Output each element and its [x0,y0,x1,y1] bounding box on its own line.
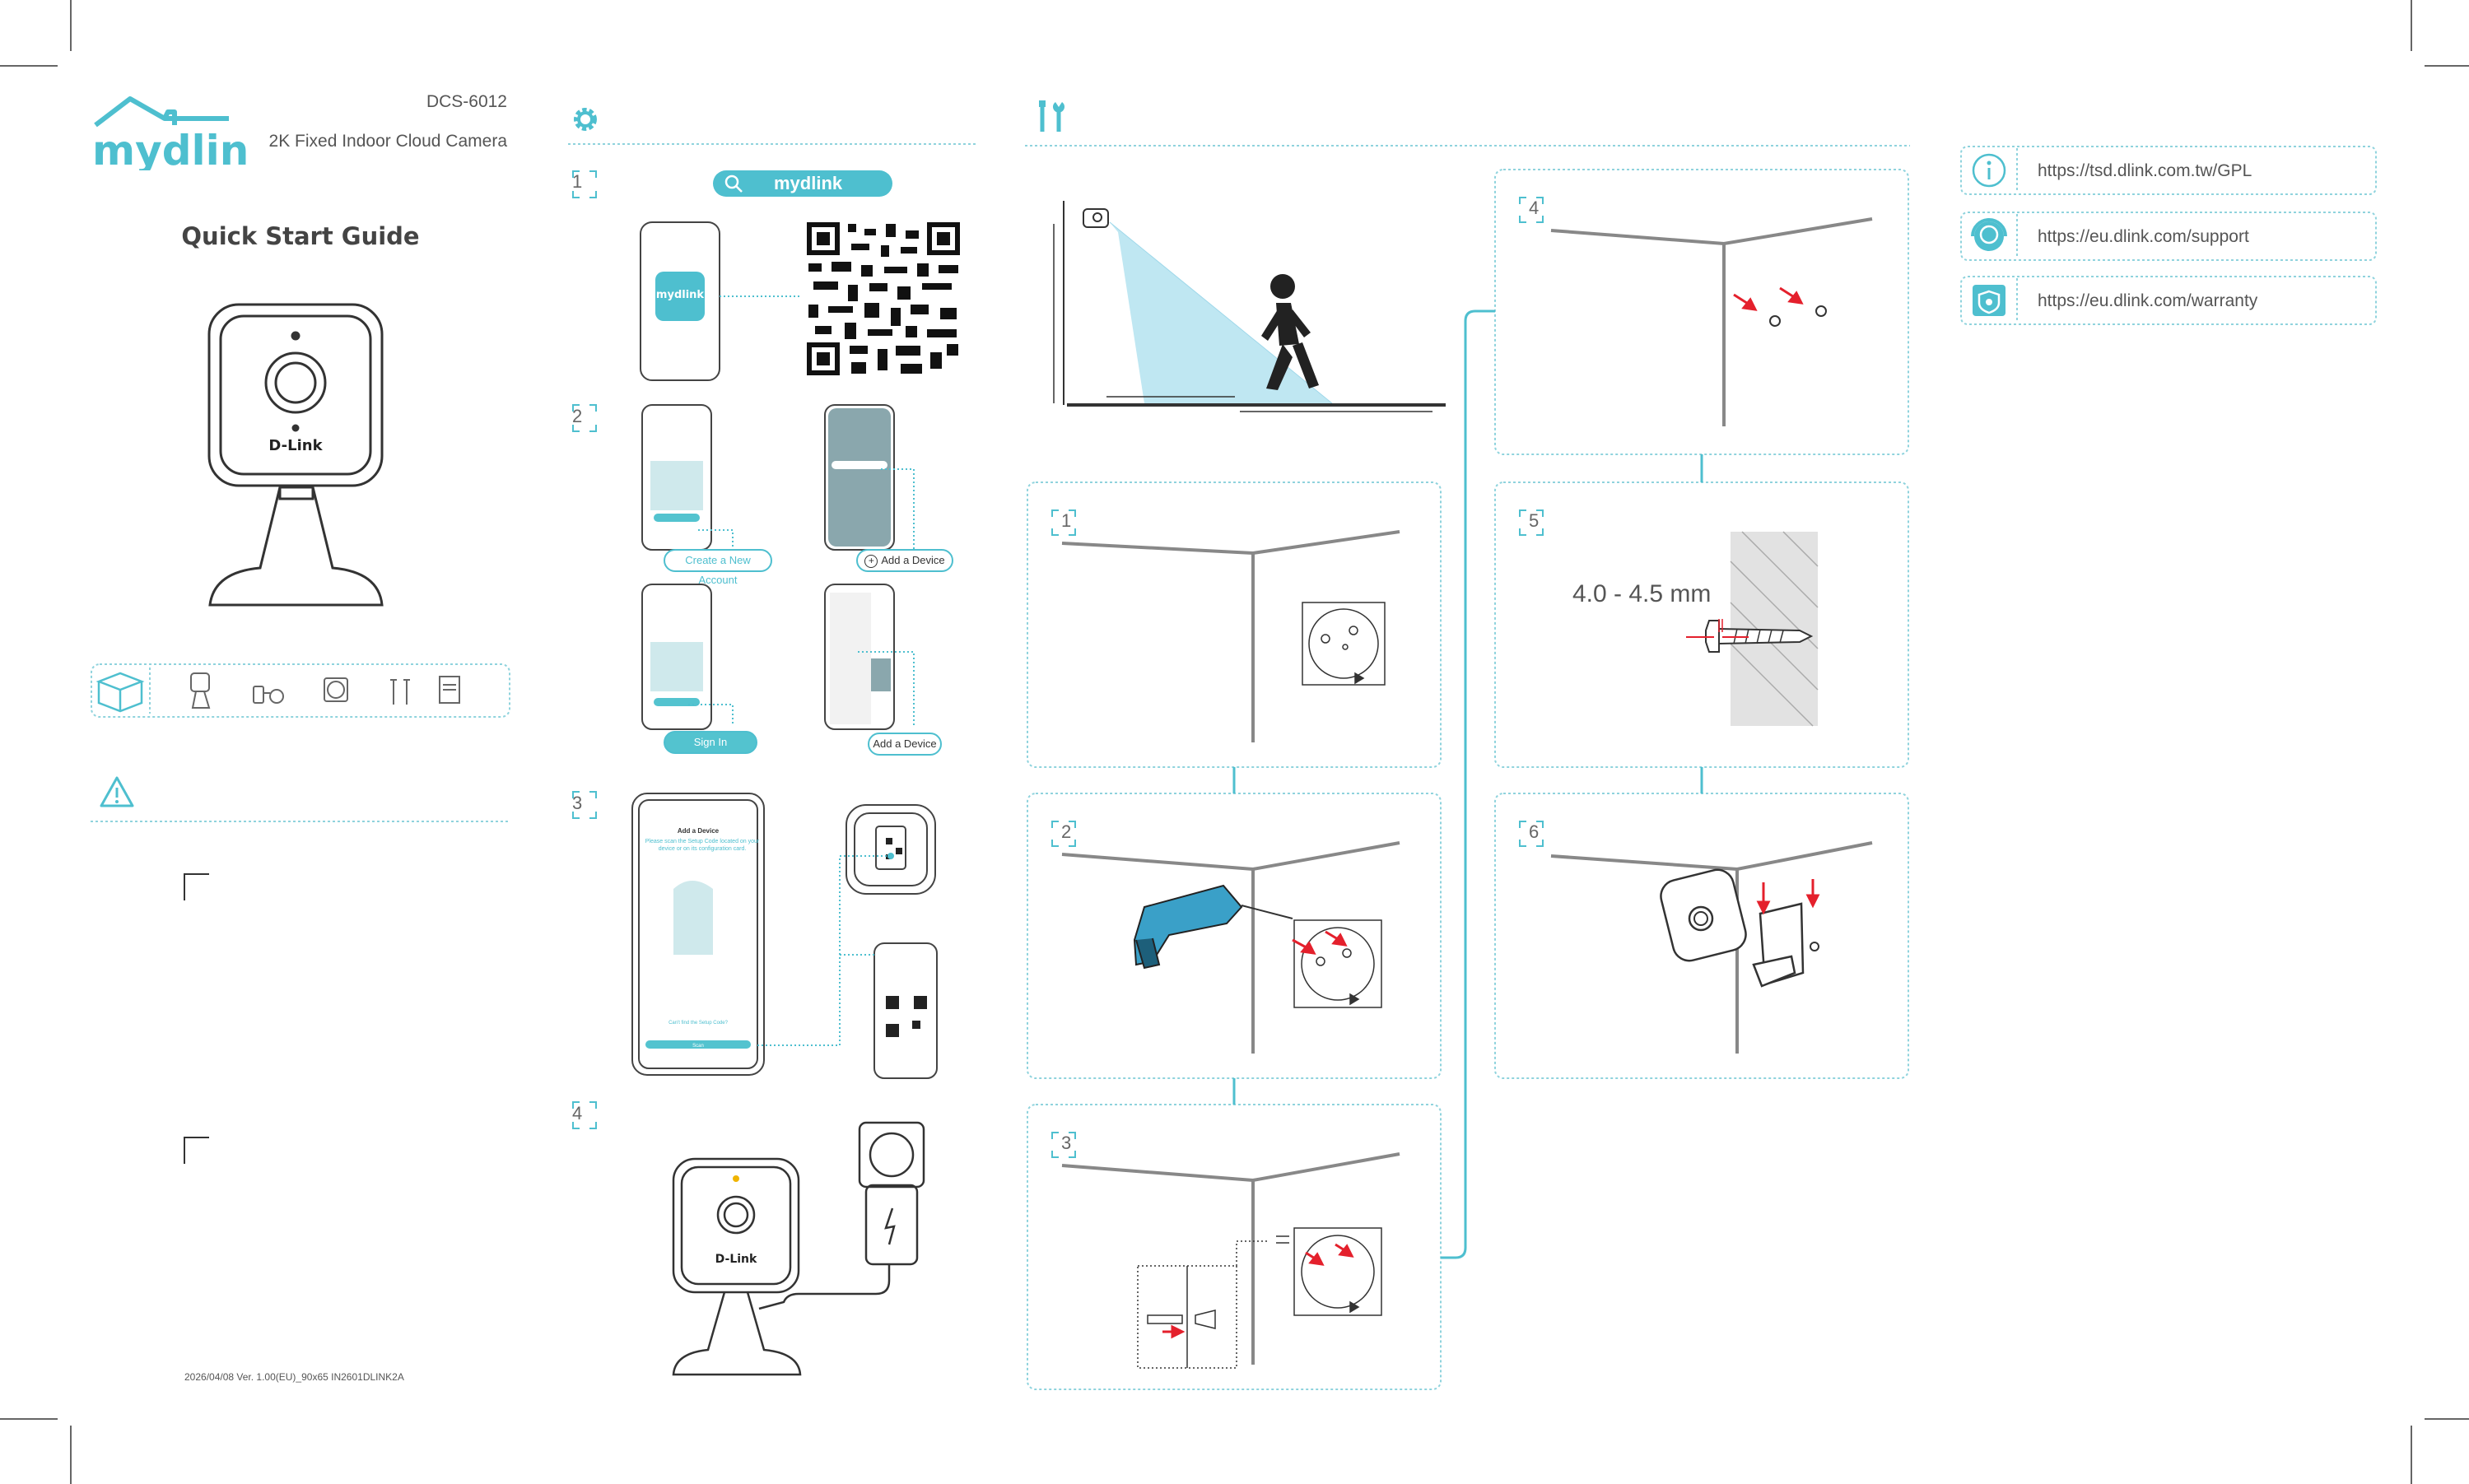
gpl-link[interactable]: https://tsd.dlink.com.tw/GPL [2038,161,2252,180]
camera-illustration: D-Link [207,303,384,607]
sign-in-button[interactable]: Sign In [664,731,757,754]
version-footer: 2026/04/08 Ver. 1.00(EU)_90x65 IN2601DLI… [184,1371,404,1383]
phone-instruction: Please scan the Setup Code located on yo… [645,839,760,852]
app-step-2: 2 [572,406,583,426]
page-title: Quick Start Guide [181,222,420,250]
support-links-frame [1960,146,2377,325]
phone-no-code-link: Can't find the Setup Code? [668,1021,729,1026]
add-device-button[interactable]: +Add a Device [856,549,953,572]
model-number: DCS-6012 [426,92,507,111]
power-camera-brand: D-Link [715,1253,757,1266]
tools-icon [1039,100,1064,132]
mydlink-logo-text: mydlink [92,127,250,170]
gear-icon [574,108,597,131]
package-contents [91,663,510,718]
warranty-link[interactable]: https://eu.dlink.com/warranty [2038,291,2258,310]
support-link[interactable]: https://eu.dlink.com/support [2038,227,2249,246]
warning-icon [100,776,134,807]
search-label: mydlink [774,173,843,193]
app-illustrations: D-Link mydlink Add a Device Can't find t… [572,170,960,1376]
plus-icon: + [864,555,878,568]
app-step-4: 4 [572,1103,583,1123]
info-icon [1972,153,2006,188]
app-step-1: 1 [572,171,583,192]
search-icon [724,174,743,193]
add-device-menu-button[interactable]: Add a Device [868,733,942,756]
mount-step-4: 4 [1529,198,1540,218]
camera-brand: D-Link [268,437,323,454]
add-device-label: Add a Device [881,554,945,566]
left-panel-lines [91,821,510,1164]
box-icon [95,672,145,713]
warranty-icon [1973,285,2005,316]
app-step-3: 3 [572,793,583,813]
mount-step-2: 2 [1061,821,1072,842]
app-icon-label: mydlink [656,289,704,301]
mount-step-1: 1 [1061,510,1072,531]
phone-add-device-title: Add a Device [678,827,720,835]
app-panel-divider [568,143,976,145]
create-account-button[interactable]: Create a New Account [664,549,772,586]
drill-size-measurement: 4.0 - 4.5 mm [1572,580,1712,607]
person-walking-icon [1261,274,1319,390]
mount-step-3: 3 [1061,1133,1072,1153]
mydlink-logo: mydlink [92,96,250,170]
product-name: 2K Fixed Indoor Cloud Camera [268,132,507,151]
phone-scan-button: Scan [692,1044,704,1049]
mount-step-5: 5 [1529,510,1540,531]
mounting-illustrations [1025,145,1910,1390]
mount-step-6: 6 [1529,821,1540,842]
support-icon [1971,218,2007,251]
app-store-search-bar [713,170,892,197]
